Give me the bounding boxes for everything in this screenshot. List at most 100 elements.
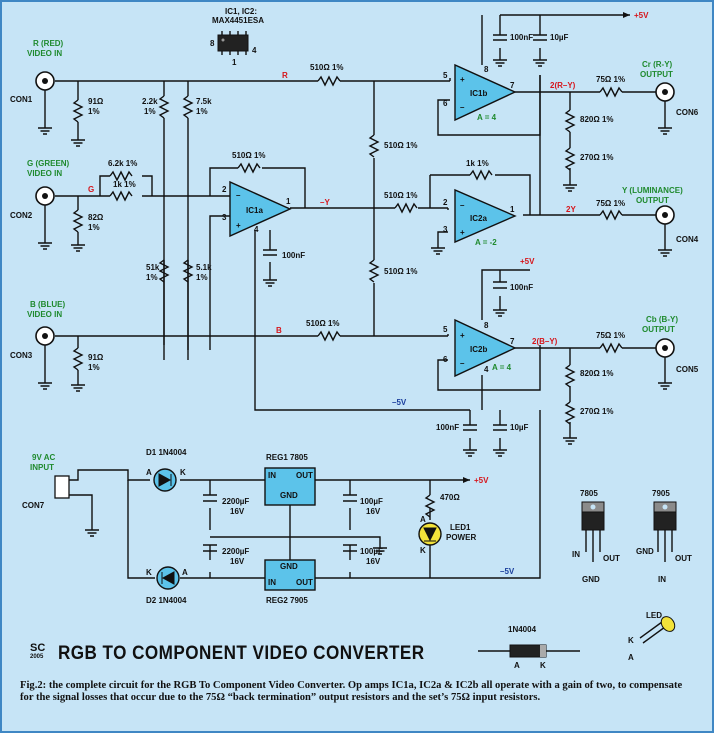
svg-text:7805: 7805 [580, 489, 598, 498]
svg-text:510Ω 1%: 510Ω 1% [384, 141, 418, 150]
svg-text:OUT: OUT [675, 554, 692, 563]
svg-text:6: 6 [443, 355, 448, 364]
svg-text:REG1 7805: REG1 7805 [266, 453, 308, 462]
svg-text:–: – [460, 103, 465, 112]
svg-text:1k 1%: 1k 1% [466, 159, 489, 168]
ic-package-icon: IC1, IC2: MAX4451ESA 8 4 1 [210, 7, 264, 67]
op-amp-ic1a: – + IC1a 2 3 1 4 [222, 180, 292, 238]
svg-text:100nF: 100nF [510, 33, 533, 42]
svg-text:IC1, IC2:: IC1, IC2: [225, 7, 257, 16]
ic2b-label: IC2b [470, 345, 487, 354]
svg-text:K: K [180, 468, 186, 477]
svg-text:470Ω: 470Ω [440, 493, 460, 502]
svg-text:3: 3 [222, 213, 227, 222]
svg-text:3: 3 [443, 225, 448, 234]
svg-text:R: R [282, 71, 288, 80]
output-labels: Cr (R-Y) OUTPUT CON6 Y (LUMINANCE) OUTPU… [622, 60, 699, 374]
svg-text:2200µF: 2200µF [222, 497, 249, 506]
con3-jack [35, 326, 55, 383]
pinout-7805: 7805 IN OUT GND [572, 489, 620, 584]
sc-logo-text: SC [30, 642, 46, 654]
ic1b-label: IC1b [470, 89, 487, 98]
pinout-led: LED K A [628, 611, 676, 662]
svg-text:GND: GND [280, 562, 298, 571]
svg-text:K: K [420, 546, 426, 555]
svg-text:10µF: 10µF [510, 423, 529, 432]
diode-d1: A K D1 1N4004 [146, 448, 187, 492]
figure-caption: Fig.2: the complete circuit for the RGB … [20, 680, 683, 704]
svg-text:OUTPUT: OUTPUT [642, 325, 675, 334]
op-amp-ic2a: – + IC2a 2 3 1 A = -2 [443, 188, 517, 247]
svg-text:B: B [276, 326, 282, 335]
svg-text:OUTPUT: OUTPUT [636, 196, 669, 205]
svg-text:VIDEO IN: VIDEO IN [27, 310, 62, 319]
svg-text:K: K [540, 661, 546, 670]
svg-text:4: 4 [254, 225, 259, 234]
power-supply: 9V AC INPUT CON7 A K D1 1N4004 K A D2 1N… [22, 448, 476, 605]
svg-text:1: 1 [510, 205, 515, 214]
svg-text:2: 2 [222, 185, 227, 194]
svg-text:82Ω: 82Ω [88, 213, 104, 222]
svg-text:K: K [146, 568, 152, 577]
pinout-7905: 7905 GND OUT IN [636, 489, 692, 584]
svg-text:–: – [460, 201, 465, 210]
svg-text:Y (LUMINANCE): Y (LUMINANCE) [622, 186, 683, 195]
svg-text:+5V: +5V [474, 476, 489, 485]
svg-text:100µF: 100µF [360, 497, 383, 506]
svg-text:510Ω 1%: 510Ω 1% [310, 63, 344, 72]
svg-text:4: 4 [484, 365, 489, 374]
svg-text:LED: LED [646, 611, 662, 620]
svg-text:1: 1 [286, 197, 291, 206]
svg-text:9V AC: 9V AC [32, 453, 55, 462]
con1-jack [35, 71, 55, 128]
svg-text:91Ω: 91Ω [88, 353, 104, 362]
svg-text:D1 1N4004: D1 1N4004 [146, 448, 187, 457]
svg-text:16V: 16V [366, 507, 381, 516]
svg-text:510Ω 1%: 510Ω 1% [232, 151, 266, 160]
svg-text:8: 8 [484, 65, 489, 74]
svg-text:51k: 51k [146, 263, 160, 272]
svg-text:CON1: CON1 [10, 95, 33, 104]
svg-text:B (BLUE): B (BLUE) [30, 300, 65, 309]
svg-text:CON4: CON4 [676, 235, 699, 244]
svg-text:2(B–Y): 2(B–Y) [532, 337, 558, 346]
con6-jack [655, 82, 675, 128]
svg-text:100nF: 100nF [282, 251, 305, 260]
rca-connectors [35, 71, 675, 383]
svg-text:2Y: 2Y [566, 205, 576, 214]
svg-text:2(R–Y): 2(R–Y) [550, 81, 576, 90]
svg-text:–Y: –Y [320, 198, 330, 207]
svg-text:75Ω 1%: 75Ω 1% [596, 75, 625, 84]
svg-text:1: 1 [232, 58, 237, 67]
svg-text:CON6: CON6 [676, 108, 699, 117]
svg-text:100nF: 100nF [436, 423, 459, 432]
svg-text:CON5: CON5 [676, 365, 699, 374]
sc-logo-year: 2005 [30, 654, 44, 660]
svg-text:1%: 1% [88, 363, 100, 372]
ic1a-label: IC1a [246, 206, 263, 215]
svg-text:Cb (B-Y): Cb (B-Y) [646, 315, 678, 324]
svg-text:270Ω 1%: 270Ω 1% [580, 153, 614, 162]
svg-text:2: 2 [443, 198, 448, 207]
svg-text:–5V: –5V [392, 398, 407, 407]
svg-text:LED1: LED1 [450, 523, 471, 532]
led1-indicator: A K LED1 POWER [418, 515, 476, 555]
con4-jack [655, 205, 675, 250]
svg-text:CON7: CON7 [22, 501, 45, 510]
svg-text:1%: 1% [146, 273, 158, 282]
svg-text:D2 1N4004: D2 1N4004 [146, 596, 187, 605]
rail-labels: +5V +5V –5V +5V –5V [392, 11, 649, 576]
svg-text:A = -2: A = -2 [475, 238, 497, 247]
svg-text:MAX4451ESA: MAX4451ESA [212, 16, 264, 25]
svg-text:8: 8 [484, 321, 489, 330]
svg-text:VIDEO IN: VIDEO IN [27, 49, 62, 58]
svg-text:6: 6 [443, 99, 448, 108]
svg-text:5.1k: 5.1k [196, 263, 212, 272]
svg-text:1%: 1% [88, 223, 100, 232]
svg-text:+: + [236, 221, 241, 230]
svg-text:A = 4: A = 4 [477, 113, 497, 122]
svg-text:IN: IN [572, 550, 580, 559]
svg-text:–: – [236, 191, 241, 200]
